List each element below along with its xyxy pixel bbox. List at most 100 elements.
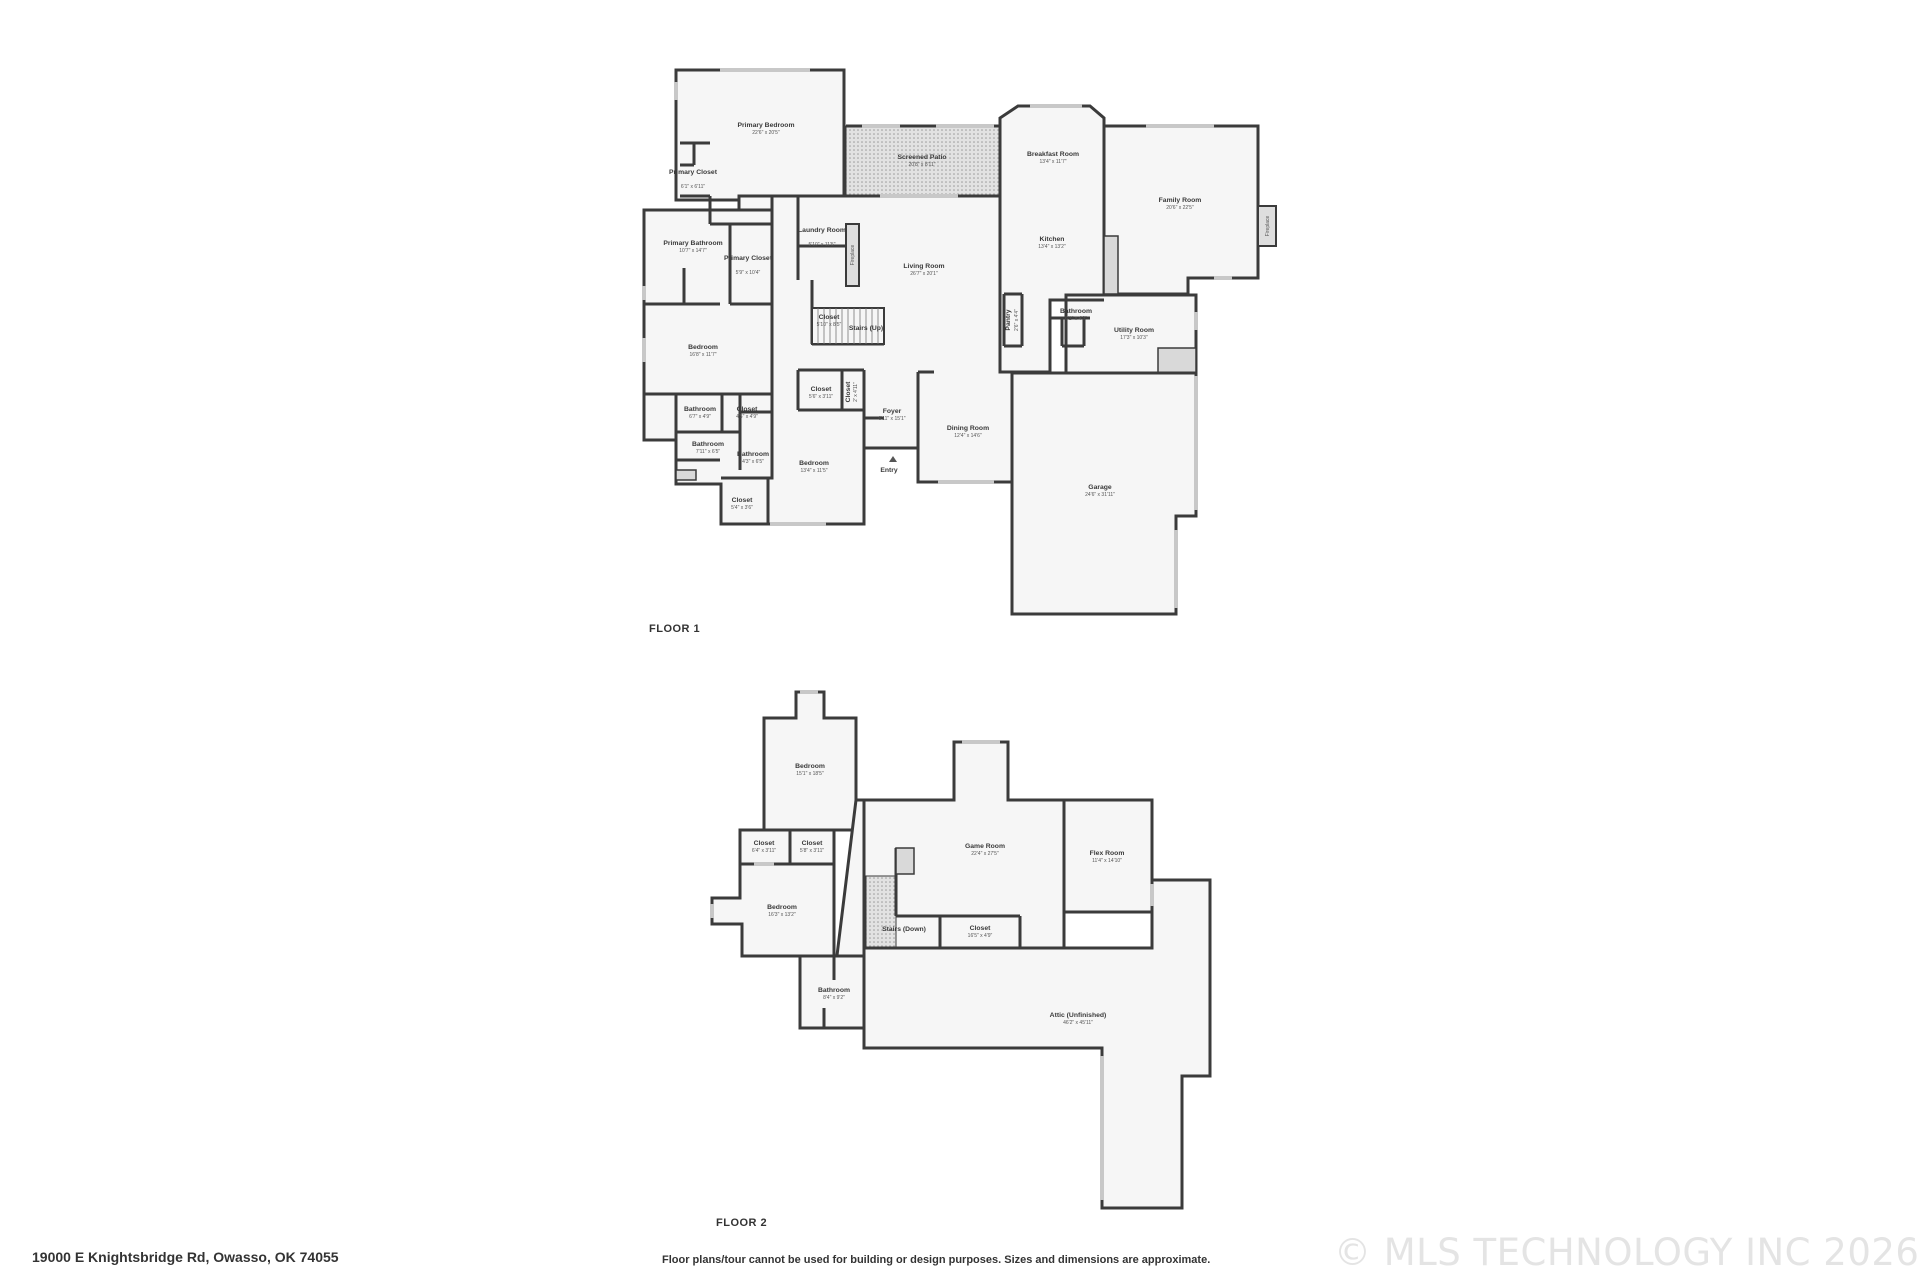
room-dim: 2'6" x 4'4": [1014, 309, 1020, 331]
room-label: Closet: [802, 840, 824, 847]
room-dim: 6'1" x 6'11": [681, 184, 705, 190]
room-label: Laundry Room: [798, 227, 846, 234]
room-label: Utility Room: [1114, 327, 1154, 334]
room-dim: 5'10" x 11'5": [808, 242, 835, 248]
room-label: Bedroom: [799, 460, 829, 467]
room-label: Stairs (Down): [882, 926, 926, 933]
property-address: 19000 E Knightsbridge Rd, Owasso, OK 740…: [32, 1249, 339, 1265]
primary-bedroom-area: [674, 68, 846, 202]
room-label: Bathroom: [692, 441, 724, 448]
room-label: Closet: [754, 840, 776, 847]
room-label: Attic (Unfinished): [1050, 1012, 1107, 1019]
entry-arrow-icon: [889, 456, 897, 462]
stairs-up-treads: [817, 308, 879, 344]
room-dim: 5'4" x 3'6": [731, 505, 753, 511]
flex-room-area: [1062, 798, 1154, 914]
room-dim: 8'4" x 9'2": [823, 995, 845, 1001]
room-dim: 2' x 4'11": [853, 382, 859, 402]
room-label: Game Room: [965, 843, 1005, 850]
room-dim: 46'2" x 45'11": [1063, 1020, 1093, 1026]
room-dim: 5'10" x 8'5": [817, 322, 842, 328]
room-label: Screened Patio: [897, 154, 946, 161]
room-label: Primary Closet: [724, 255, 773, 262]
room-dim: 4'3" x 6'5": [742, 459, 764, 465]
room-label: Living Room: [903, 263, 944, 270]
room-label: Pantry: [1005, 309, 1012, 330]
room-dim: 16'3" x 13'2": [768, 912, 796, 918]
room-dim: 5'8" x 3'11": [800, 848, 824, 854]
room-label: Bathroom: [684, 406, 716, 413]
bedroom-upper-area: [762, 690, 858, 832]
room-dim: 4'5" x 4'9": [736, 414, 758, 420]
room-dim: 11'4" x 14'10": [1092, 858, 1122, 864]
room-label: Primary Bathroom: [663, 240, 722, 247]
room-label: Closet: [811, 386, 833, 393]
room-label: Primary Bedroom: [737, 122, 794, 129]
room-dim: 22'6" x 20'5": [752, 130, 780, 136]
room-dim: 17'3" x 10'3": [1120, 335, 1148, 341]
room-label: Bathroom: [818, 987, 850, 994]
fireplace-label: Fireplace: [850, 245, 856, 266]
room-dim: 20'8" x 8'11": [908, 162, 935, 168]
room-label: Closet: [737, 406, 759, 413]
room-label: Bathroom: [737, 451, 769, 458]
room-dim: 5'6" x 3'11": [809, 394, 833, 400]
room-dim: 12'4" x 14'6": [954, 433, 982, 439]
room-dim: 6'1" x 4'3": [1065, 316, 1087, 322]
room-dim: 6'11" x 15'1": [878, 416, 905, 422]
room-label: Primary Closet: [669, 169, 718, 176]
floor-2-label: FLOOR 2: [716, 1217, 768, 1229]
room-dim: 16'8" x 11'7": [689, 352, 716, 358]
floor-2-windows: [710, 690, 1154, 1200]
room-dim: 13'4" x 13'2": [1038, 244, 1066, 250]
room-label: Bedroom: [688, 344, 718, 351]
floor-1-windows: [642, 68, 1232, 608]
bedroom-lower-area: [710, 862, 836, 958]
room-label: Bathroom: [1060, 308, 1092, 315]
room-dim: 24'6" x 31'11": [1085, 492, 1115, 498]
stairs-down-area: [865, 875, 897, 949]
room-label: Closet: [845, 381, 852, 403]
room-label: Closet: [732, 497, 754, 504]
screened-patio-area: [845, 125, 1001, 197]
room-dim: 7'11" x 6'5": [696, 449, 720, 455]
game-room-hatch: [895, 847, 915, 875]
room-dim: 5'9" x 10'4": [736, 270, 761, 276]
room-dim: 16'5" x 4'9": [968, 933, 993, 939]
closet-area: [788, 828, 836, 866]
room-label: Entry: [880, 467, 898, 474]
room-label: Breakfast Room: [1027, 151, 1079, 158]
room-label: Kitchen: [1040, 236, 1065, 243]
copyright-watermark: © MLS TECHNOLOGY INC 2026: [1334, 1231, 1920, 1274]
main-block: [737, 194, 1014, 526]
kitchen-counter-hatch: [1103, 235, 1119, 295]
room-dim: 10'7" x 14'7": [679, 248, 707, 254]
floor-2-labels: Bedroom 15'1" x 18'5" Game Room 22'4" x …: [752, 763, 1125, 1026]
fireplace-living-room: [845, 223, 860, 287]
room-dim: 22'4" x 27'5": [971, 851, 999, 857]
room-dim: 15'1" x 18'5": [796, 771, 824, 777]
room-label: Closet: [970, 925, 992, 932]
disclaimer-text: Floor plans/tour cannot be used for buil…: [662, 1254, 1211, 1266]
room-label: Family Room: [1159, 197, 1202, 204]
room-label: Flex Room: [1090, 850, 1125, 857]
floor-2-plan: Bedroom 15'1" x 18'5" Game Room 22'4" x …: [710, 690, 1212, 1210]
room-label: Closet: [819, 314, 841, 321]
garage-area: [1010, 371, 1198, 616]
room-dim: 13'4" x 11'5": [800, 468, 827, 474]
floor-1-plan: Primary Bedroom 22'6" x 20'5" Primary Cl…: [642, 68, 1277, 616]
room-label: Dining Room: [947, 425, 989, 432]
floor-1-labels: Primary Bedroom 22'6" x 20'5" Primary Cl…: [663, 122, 1271, 511]
fireplace-family-room: [1257, 205, 1277, 247]
room-dim: 13'4" x 11'7": [1039, 159, 1066, 165]
bath-hatch-floor1: [675, 469, 697, 481]
utility-hatch: [1157, 347, 1197, 374]
room-label: Bedroom: [795, 763, 825, 770]
room-label: Garage: [1088, 484, 1112, 491]
room-label: Bedroom: [767, 904, 797, 911]
room-dim: 6'4" x 3'11": [752, 848, 776, 854]
floor-1-label: FLOOR 1: [649, 623, 701, 635]
room-label: Stairs (Up): [849, 325, 883, 332]
room-dim: 26'7" x 20'1": [910, 271, 938, 277]
